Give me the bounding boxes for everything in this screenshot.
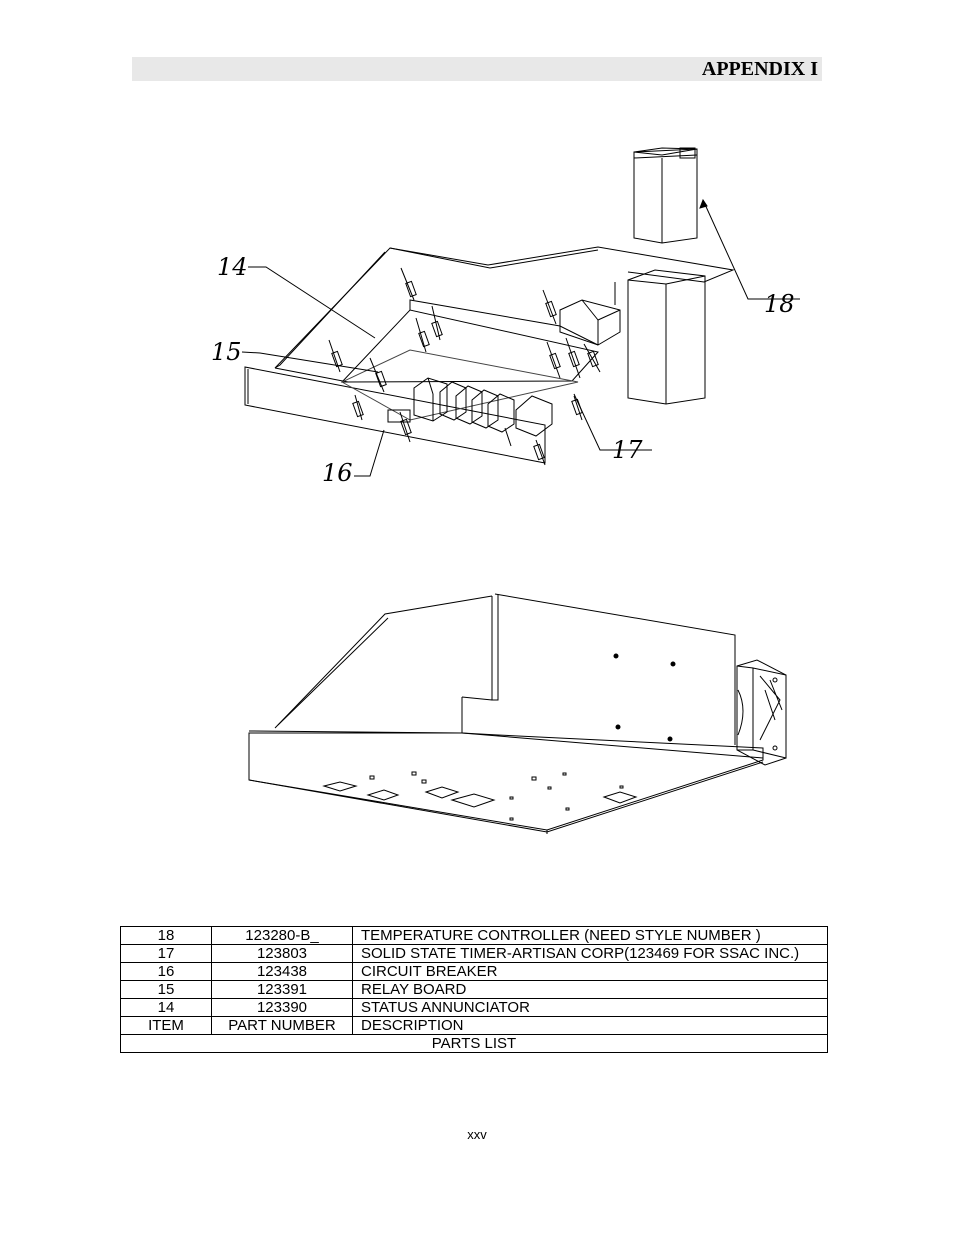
part-number-cell: 123438 <box>211 962 353 981</box>
description-cell: STATUS ANNUNCIATOR <box>352 998 828 1017</box>
parts-list-caption: PARTS LIST <box>120 1034 828 1053</box>
bottom-openings <box>322 771 638 821</box>
callout-15: 15 <box>211 338 242 366</box>
callout-numbers: 14 15 16 17 18 <box>211 253 795 487</box>
page-number: xxv <box>467 1127 487 1142</box>
table-caption-row: PARTS LIST <box>120 1034 828 1053</box>
callout-17: 17 <box>612 436 643 464</box>
standoff-screws <box>328 267 601 466</box>
description-cell: RELAY BOARD <box>352 980 828 999</box>
callout-16: 16 <box>322 459 353 487</box>
exploded-view: 14 15 16 17 18 <box>211 147 800 487</box>
relay-blocks <box>387 377 553 437</box>
assembled-view <box>248 593 787 834</box>
table-row: 15 123391 RELAY BOARD <box>120 980 828 999</box>
description-cell: TEMPERATURE CONTROLLER (NEED STYLE NUMBE… <box>352 926 828 945</box>
appendix-header-bar: APPENDIX I <box>132 57 822 81</box>
item-cell: 17 <box>120 944 212 963</box>
callout-leaders <box>241 198 800 477</box>
item-cell: 14 <box>120 998 212 1017</box>
part-number-header: PART NUMBER <box>211 1016 353 1035</box>
callout-18: 18 <box>764 290 795 318</box>
description-cell: CIRCUIT BREAKER <box>352 962 828 981</box>
cooling-fan <box>736 659 787 766</box>
table-header-row: ITEM PART NUMBER DESCRIPTION <box>120 1016 828 1035</box>
table-row: 16 123438 CIRCUIT BREAKER <box>120 962 828 981</box>
item-cell: 15 <box>120 980 212 999</box>
part-number-cell: 123280-B_ <box>211 926 353 945</box>
appendix-title: APPENDIX I <box>701 58 818 80</box>
part-number-cell: 123803 <box>211 944 353 963</box>
parts-list-table: 18 123280-B_ TEMPERATURE CONTROLLER (NEE… <box>120 926 828 1053</box>
temperature-controller <box>627 147 706 405</box>
item-cell: 16 <box>120 962 212 981</box>
description-header: DESCRIPTION <box>352 1016 828 1035</box>
callout-14: 14 <box>217 253 248 281</box>
part-number-cell: 123391 <box>211 980 353 999</box>
mounting-holes <box>613 653 676 742</box>
item-cell: 18 <box>120 926 212 945</box>
item-header: ITEM <box>120 1016 212 1035</box>
description-cell: SOLID STATE TIMER-ARTISAN CORP(123469 FO… <box>352 944 828 963</box>
table-row: 14 123390 STATUS ANNUNCIATOR <box>120 998 828 1017</box>
table-row: 17 123803 SOLID STATE TIMER-ARTISAN CORP… <box>120 944 828 963</box>
table-row: 18 123280-B_ TEMPERATURE CONTROLLER (NEE… <box>120 926 828 945</box>
part-number-cell: 123390 <box>211 998 353 1017</box>
